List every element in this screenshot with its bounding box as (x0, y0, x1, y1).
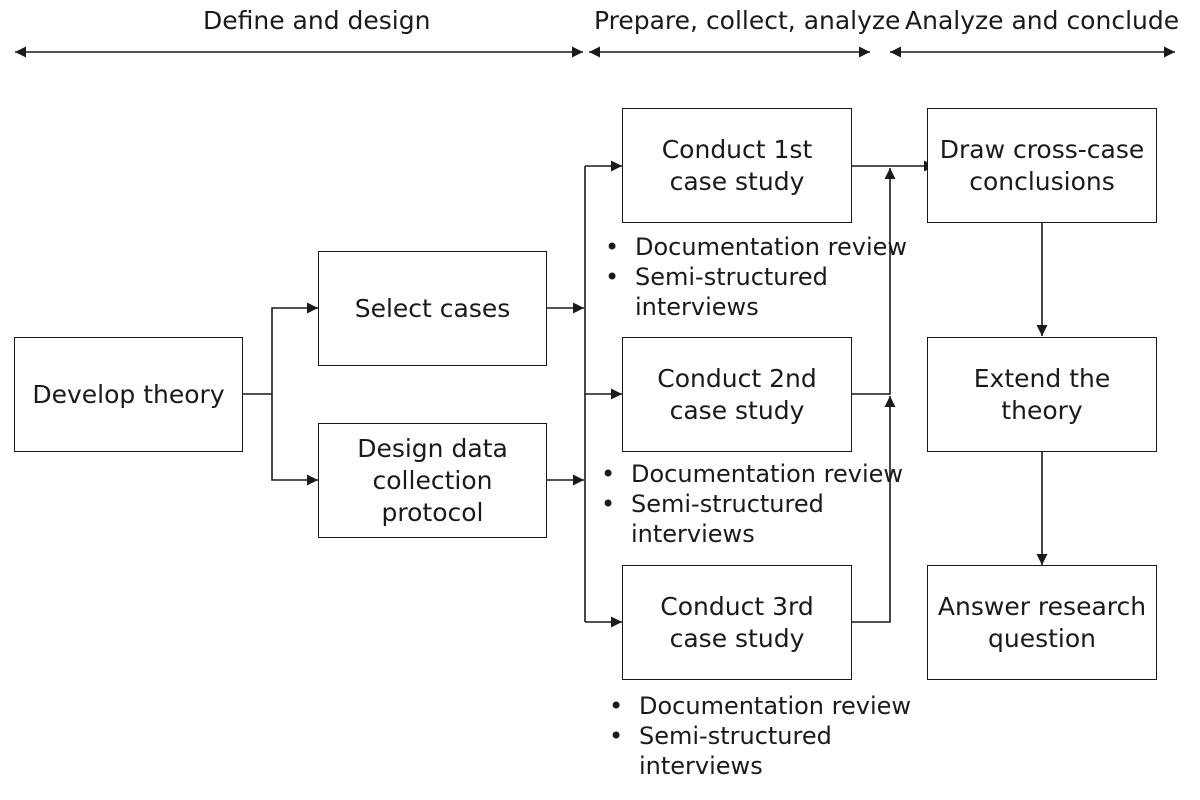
case-study-3-label: Conduct 3rd case study (660, 591, 814, 653)
case-study-3-box: Conduct 3rd case study (622, 565, 852, 680)
case-study-1-label: Conduct 1st case study (661, 134, 813, 196)
phase-label-define: Define and design (203, 6, 431, 35)
method-documentation-review: Documentation review (609, 691, 911, 721)
case-1-methods-list: Documentation review Semi-structured int… (605, 232, 907, 322)
select-cases-box: Select cases (318, 251, 547, 366)
answer-question-label: Answer research question (937, 591, 1147, 653)
case-study-1-box: Conduct 1st case study (622, 108, 852, 223)
method-documentation-review: Documentation review (605, 232, 907, 262)
case-study-2-box: Conduct 2nd case study (622, 337, 852, 452)
method-semi-structured-interviews: Semi-structured interviews (609, 721, 911, 781)
design-protocol-label: Design data collection protocol (357, 433, 508, 527)
extend-theory-box: Extend the theory (927, 337, 1157, 452)
method-semi-structured-interviews: Semi-structured interviews (601, 489, 903, 549)
connector-to-select-cases (271, 302, 318, 394)
cross-case-label: Draw cross-case conclusions (939, 134, 1145, 196)
design-protocol-box: Design data collection protocol (318, 423, 547, 538)
phase-label-prepare: Prepare, collect, analyze (594, 6, 901, 35)
select-cases-label: Select cases (354, 293, 511, 323)
case-2-methods-list: Documentation review Semi-structured int… (601, 459, 903, 549)
connector-to-design-protocol (271, 394, 318, 486)
case-study-2-label: Conduct 2nd case study (657, 363, 817, 425)
extend-theory-label: Extend the theory (973, 363, 1111, 425)
method-documentation-review: Documentation review (601, 459, 903, 489)
case-3-methods-list: Documentation review Semi-structured int… (609, 691, 911, 781)
cross-case-box: Draw cross-case conclusions (927, 108, 1157, 223)
develop-theory-label: Develop theory (32, 379, 225, 409)
develop-theory-box: Develop theory (14, 337, 243, 452)
method-semi-structured-interviews: Semi-structured interviews (605, 262, 907, 322)
answer-question-box: Answer research question (927, 565, 1157, 680)
phase-label-conclude: Analyze and conclude (905, 6, 1180, 35)
